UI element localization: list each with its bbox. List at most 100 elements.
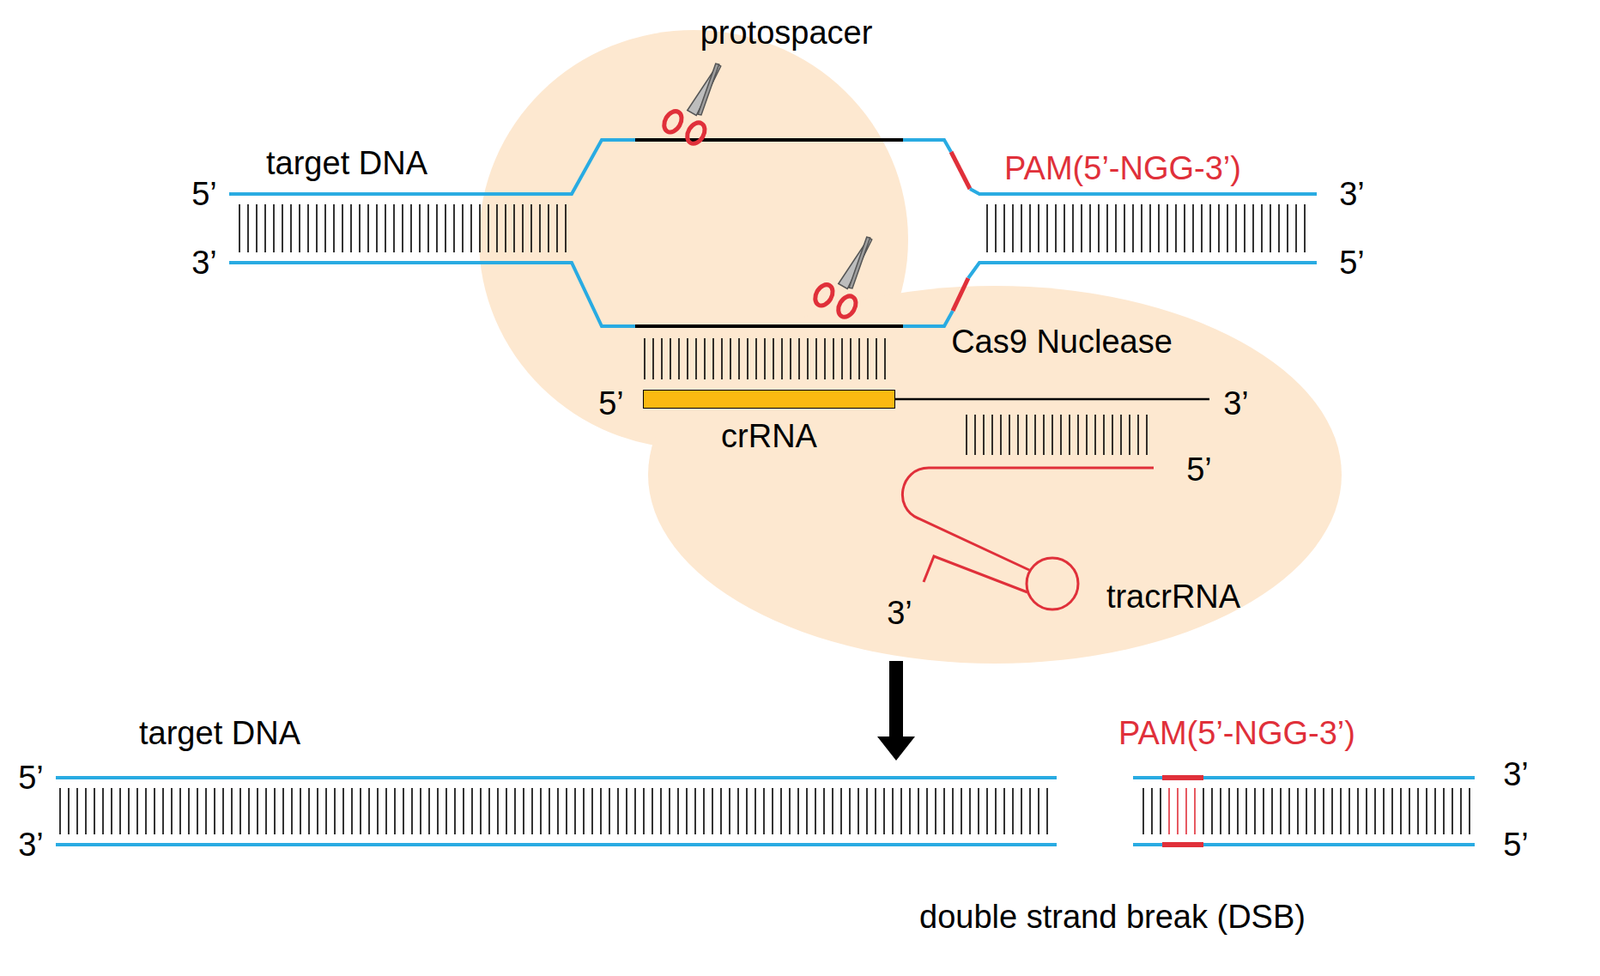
base-pair xyxy=(402,787,405,835)
base-pair xyxy=(1142,787,1145,835)
base-pair xyxy=(1137,414,1140,455)
dna-strand xyxy=(1133,775,1475,780)
base-pair xyxy=(1252,204,1255,253)
dna-strand xyxy=(969,188,1317,194)
base-pair xyxy=(754,787,757,835)
base-pair xyxy=(496,204,498,253)
base-pair xyxy=(213,787,216,835)
base-pair xyxy=(368,787,370,835)
protospacer-strand xyxy=(635,324,904,328)
base-pair xyxy=(780,787,782,835)
base-pair xyxy=(1175,204,1177,253)
base-pair xyxy=(1468,787,1471,835)
base-pair xyxy=(102,787,104,835)
base-pair xyxy=(1288,787,1291,835)
base-pair xyxy=(781,338,783,380)
base-pair xyxy=(991,414,994,455)
base-pair xyxy=(375,204,378,253)
pam-label: PAM(5’-NGG-3’) xyxy=(1004,149,1242,188)
base-pair xyxy=(1037,787,1040,835)
base-pair xyxy=(298,204,301,253)
base-pair xyxy=(686,338,689,380)
base-pair xyxy=(548,787,551,835)
dna-strand xyxy=(229,139,952,194)
base-pair xyxy=(841,338,843,380)
base-pair xyxy=(1425,787,1428,835)
base-pair xyxy=(720,787,722,835)
base-pair xyxy=(256,787,259,835)
base-pair xyxy=(746,338,749,380)
base-pair xyxy=(119,787,122,835)
base-pair xyxy=(513,204,516,253)
base-pair xyxy=(324,204,327,253)
base-pair xyxy=(67,787,70,835)
base-pair xyxy=(1111,414,1114,455)
base-pair xyxy=(1046,204,1049,253)
base-pair xyxy=(728,787,731,835)
base-pair xyxy=(652,338,655,380)
molecule-label: target DNA xyxy=(139,714,301,752)
base-pair xyxy=(136,787,139,835)
base-pair xyxy=(832,338,835,380)
base-pair xyxy=(737,787,740,835)
base-pair xyxy=(823,787,825,835)
base-pair xyxy=(1003,204,1006,253)
base-pair xyxy=(1060,414,1062,455)
base-pair xyxy=(384,204,387,253)
base-pair xyxy=(831,787,834,835)
base-pair xyxy=(875,338,878,380)
base-pair xyxy=(634,787,637,835)
base-pair xyxy=(1245,787,1248,835)
base-pair xyxy=(824,338,826,380)
base-pair xyxy=(1166,204,1169,253)
base-pair xyxy=(419,787,422,835)
base-pair xyxy=(539,787,542,835)
base-pair xyxy=(1211,787,1213,835)
base-pair xyxy=(969,787,971,835)
base-pair xyxy=(1085,414,1088,455)
base-pair xyxy=(1008,414,1011,455)
base-pair xyxy=(642,787,645,835)
base-pair xyxy=(891,787,894,835)
base-pair xyxy=(530,204,533,253)
strand-end: 3’ xyxy=(1339,175,1365,213)
base-pair xyxy=(1295,204,1297,253)
base-pair xyxy=(1226,204,1229,253)
base-pair xyxy=(703,338,706,380)
base-pair xyxy=(1262,787,1265,835)
base-pair xyxy=(814,787,817,835)
base-pair xyxy=(965,414,968,455)
base-pair xyxy=(1120,414,1122,455)
base-pair xyxy=(1209,204,1212,253)
base-pair xyxy=(900,787,903,835)
base-pair xyxy=(1176,787,1179,835)
base-pair xyxy=(1296,787,1299,835)
base-pair xyxy=(505,787,508,835)
base-pair xyxy=(418,204,421,253)
base-pair xyxy=(1080,204,1083,253)
base-pair xyxy=(153,787,156,835)
base-pair xyxy=(1151,787,1153,835)
pam-segment xyxy=(1162,775,1204,781)
base-pair xyxy=(222,787,225,835)
base-pair xyxy=(1145,414,1148,455)
base-pair xyxy=(591,787,594,835)
base-pair xyxy=(1434,787,1437,835)
base-pair xyxy=(1000,414,1002,455)
tracrrna-strand xyxy=(923,556,1028,593)
base-pair xyxy=(960,787,963,835)
base-pair xyxy=(453,204,455,253)
base-pair xyxy=(265,787,267,835)
base-pair xyxy=(556,204,558,253)
base-pair xyxy=(1286,204,1289,253)
base-pair xyxy=(462,787,465,835)
base-pair xyxy=(461,204,464,253)
strand-end: 3’ xyxy=(886,593,913,632)
base-pair xyxy=(436,204,438,253)
base-pair xyxy=(196,787,199,835)
base-pair xyxy=(504,204,507,253)
base-pair xyxy=(625,787,628,835)
base-pair xyxy=(1003,787,1006,835)
